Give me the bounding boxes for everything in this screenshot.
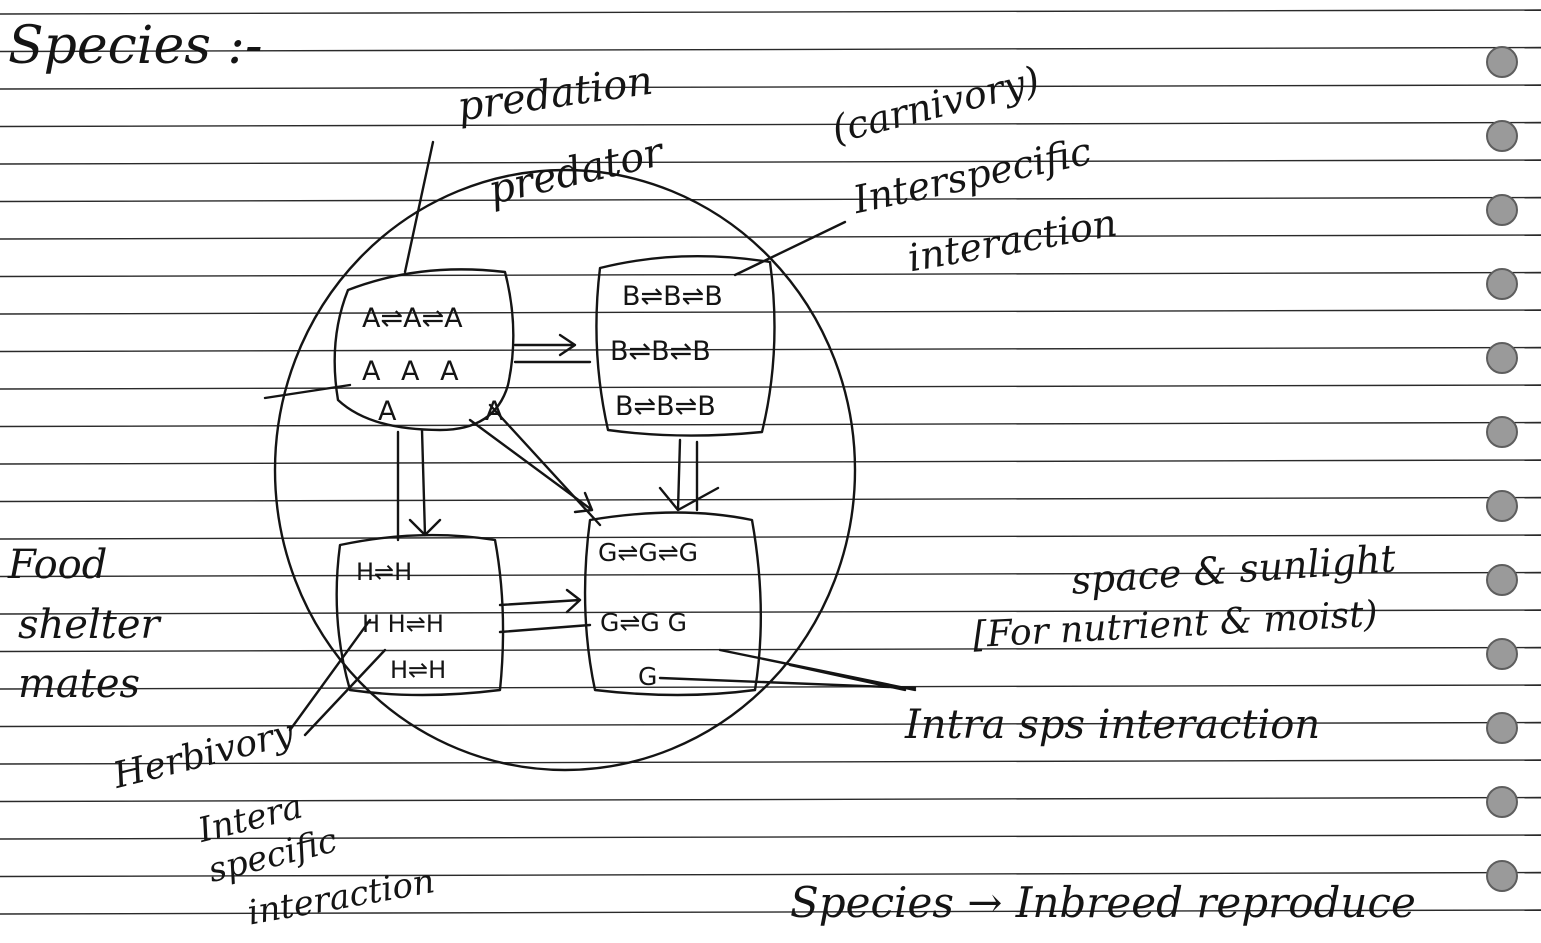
- ruled-line: [0, 196, 1541, 203]
- group-b-row3: B⇌B⇌B: [615, 391, 716, 422]
- group-g-row3: G: [638, 662, 658, 691]
- group-h-row3: H⇌H: [390, 656, 447, 684]
- species-a-blob: [333, 268, 515, 432]
- a-left-pointer: [263, 383, 352, 400]
- ruled-line: [0, 571, 1541, 578]
- spiral-hole: [1486, 564, 1518, 596]
- group-b-row1: B⇌B⇌B: [622, 281, 723, 312]
- intraspecific-pointer-2: [658, 676, 917, 690]
- community-circle: [273, 168, 857, 772]
- spiral-hole: [1486, 194, 1518, 226]
- spiral-hole: [1486, 712, 1518, 744]
- ruled-line: [0, 159, 1541, 165]
- label-shelter: shelter: [18, 602, 160, 648]
- spiral-hole: [1486, 268, 1518, 300]
- ruled-line: [0, 646, 1541, 653]
- heading-species: Species :-: [8, 16, 263, 76]
- diagram: [263, 140, 917, 772]
- spiral-hole: [1486, 416, 1518, 448]
- ruled-lines: [0, 9, 1541, 915]
- arrow-h-to-g-2: [498, 623, 592, 634]
- ruled-line: [0, 759, 1541, 765]
- group-h-row1: H⇌H: [356, 558, 413, 586]
- group-b-row2: B⇌B⇌B: [610, 336, 711, 367]
- ruled-line: [0, 609, 1541, 615]
- ruled-line: [0, 84, 1541, 90]
- ruled-line: [0, 459, 1541, 465]
- arrow-h-to-g: [498, 588, 582, 614]
- arrow-a-to-g-2: [488, 403, 602, 527]
- group-h-row2: H H⇌H: [362, 610, 444, 638]
- arrow-a-to-g: [468, 418, 594, 514]
- ruled-line: [0, 834, 1541, 840]
- spiral-hole: [1486, 638, 1518, 670]
- herbivory-pointer-1: [288, 618, 372, 732]
- ruled-line: [0, 684, 1541, 690]
- species-h-blob: [335, 533, 505, 697]
- sunlight-pointer: [788, 663, 907, 692]
- spiral-hole: [1486, 46, 1518, 78]
- ruled-line: [0, 534, 1541, 540]
- spiral-hole: [1486, 860, 1518, 892]
- ruled-line: [0, 909, 1541, 915]
- species-b-blob: [595, 255, 776, 437]
- group-a-row2: A A A: [362, 356, 465, 387]
- ruled-line: [0, 796, 1541, 803]
- label-food: Food: [8, 542, 108, 588]
- ruled-line: [0, 234, 1541, 240]
- species-g-blob: [583, 511, 763, 697]
- ruled-line: [0, 9, 1541, 15]
- group-a-row3: A A: [378, 396, 544, 427]
- spiral-hole: [1486, 120, 1518, 152]
- group-g-row1: G⇌G⇌G: [598, 538, 699, 567]
- spiral-hole: [1486, 342, 1518, 374]
- group-g-row2: G⇌G G: [600, 608, 688, 637]
- group-a-row1: A⇌A⇌A: [362, 303, 463, 334]
- label-species-inbreed: Species → Inbreed reproduce: [790, 878, 1416, 927]
- arrow-a-to-h-down: [408, 428, 442, 537]
- arrow-b-to-g: [658, 438, 720, 512]
- label-mates: mates: [18, 661, 141, 707]
- herbivory-pointer-2: [303, 648, 387, 737]
- ruled-line: [0, 346, 1541, 353]
- ruled-line: [0, 496, 1541, 503]
- ruled-line: [0, 871, 1541, 878]
- spiral-hole: [1486, 490, 1518, 522]
- arrow-a-to-b-upper: [513, 333, 577, 357]
- label-intra-sps-interaction: Intra sps interaction: [905, 702, 1321, 748]
- interspecific-pointer: [733, 220, 847, 277]
- ruled-line: [0, 46, 1541, 53]
- ruled-line: [0, 721, 1541, 728]
- spiral-hole: [1486, 786, 1518, 818]
- ruled-line: [0, 309, 1541, 315]
- predation-pointer: [403, 140, 435, 274]
- ruled-line: [0, 421, 1541, 428]
- ruled-line: [0, 121, 1541, 128]
- spiral-holes: [1486, 46, 1518, 892]
